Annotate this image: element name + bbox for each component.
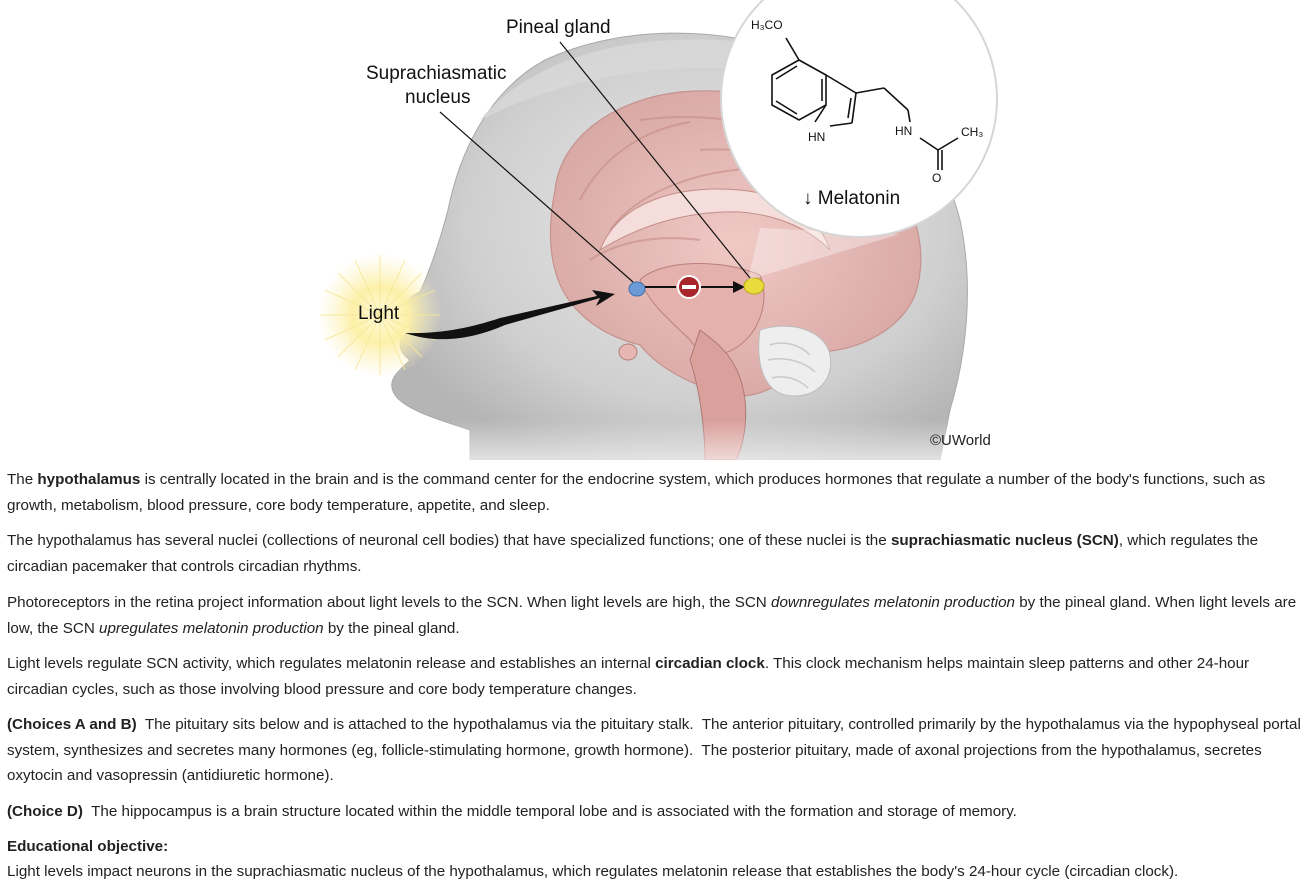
educational-objective-heading: Educational objective: <box>7 838 169 855</box>
ring-nh-label: HN <box>808 130 826 144</box>
methyl-label: CH₃ <box>961 125 984 139</box>
paragraph-photoreceptors: Photoreceptors in the retina project inf… <box>7 594 1297 637</box>
brain-illustration-graphic <box>318 0 998 460</box>
paragraph-choice-d: (Choice D) The hippocampus is a brain st… <box>7 803 1017 820</box>
educational-objective-text: Light levels impact neurons in the supra… <box>7 863 1179 880</box>
brain-illustration: Pineal gland Suprachiasmatic nucleus Lig… <box>318 0 998 460</box>
scn-label-line2: nucleus <box>405 87 471 108</box>
carbonyl-oxygen-label: O <box>932 171 942 185</box>
paragraph-choices-a-b: (Choices A and B) The pituitary sits bel… <box>7 716 1306 784</box>
light-arrow <box>405 290 615 340</box>
methoxy-group-label: H₃CO <box>751 18 783 32</box>
pineal-gland-label: Pineal gland <box>506 17 611 38</box>
melatonin-structure <box>771 37 959 170</box>
pineal-dot <box>743 277 765 295</box>
copyright-notice: ©UWorld <box>930 432 991 449</box>
paragraph-scn: The hypothalamus has several nuclei (col… <box>7 532 1259 575</box>
paragraph-circadian-clock: Light levels regulate SCN activity, whic… <box>7 655 1250 698</box>
melatonin-callout <box>720 0 998 238</box>
paragraph-hypothalamus: The hypothalamus is centrally located in… <box>7 471 1266 514</box>
light-label: Light <box>358 303 400 324</box>
melatonin-label: ↓ Melatonin <box>803 188 901 209</box>
scn-label-line1: Suprachiasmatic <box>366 63 507 84</box>
scn-dot <box>628 281 646 297</box>
amide-nh-label: HN <box>895 124 913 138</box>
